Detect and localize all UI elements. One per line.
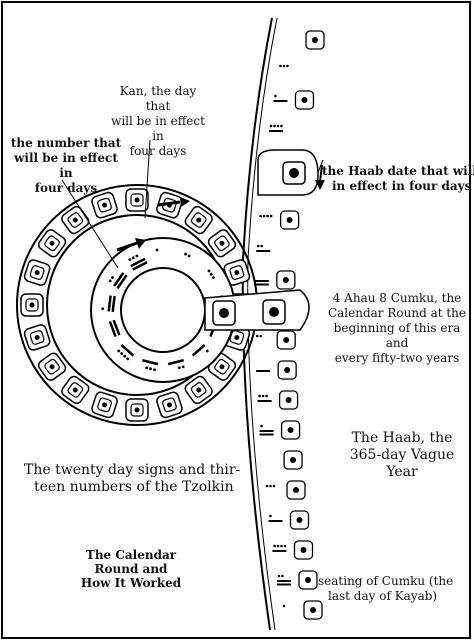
haab-glyph [268, 510, 310, 530]
haab-glyph [272, 540, 314, 560]
haab-glyph [276, 570, 318, 590]
number-day-label: the number that will be in effect in fou… [10, 136, 122, 195]
mesh-glyph-detail-2 [269, 307, 279, 317]
haab-glyph [254, 270, 296, 290]
number-mark [108, 272, 128, 290]
haab-glyph-column [254, 30, 325, 620]
day-sign-glyph [37, 352, 67, 381]
haab-glyph [279, 64, 289, 68]
tzolkin-label: The twenty day signs and thir- teen numb… [24, 462, 241, 495]
number-mark [117, 343, 135, 361]
haab-glyph [257, 390, 299, 410]
haab-glyph [283, 450, 303, 470]
haab-glyph [256, 360, 297, 380]
number-mark [108, 319, 121, 337]
haab-glyph [268, 124, 283, 132]
number-mark [191, 343, 209, 357]
kan-leader-line [144, 139, 151, 219]
haab-highlight-glyph-detail [289, 168, 299, 178]
day-sign-glyph [91, 191, 118, 219]
number-ring [101, 248, 225, 372]
outer-rotation-arrow [157, 197, 190, 207]
number-mark [155, 248, 159, 252]
day-sign-glyph [61, 205, 90, 235]
haab-glyph [273, 90, 315, 110]
haab-glyph [305, 30, 325, 50]
haab-glyph [282, 600, 323, 620]
number-mark [207, 269, 215, 279]
day-sign-glyph [61, 375, 90, 405]
day-sign-glyph [125, 398, 149, 422]
haab-glyph [255, 330, 296, 350]
number-mark [101, 295, 116, 313]
day-sign-ring [20, 188, 254, 422]
day-sign-glyph [20, 293, 44, 317]
era-start-label: 4 Ahau 8 Cumku, the Calendar Round at th… [327, 291, 467, 365]
day-sign-glyph [37, 229, 67, 258]
haab-name-label: The Haab, the 365-day Vague Year [349, 430, 455, 480]
haab-leader-line [317, 159, 324, 173]
day-sign-glyph [156, 391, 183, 419]
day-sign-glyph [184, 205, 213, 235]
number-leader-line [61, 179, 119, 269]
haab-down-arrow [315, 164, 325, 190]
number-mark [142, 359, 159, 372]
day-sign-glyph [23, 259, 51, 286]
haab-glyph [256, 244, 271, 252]
number-mark [184, 252, 191, 258]
day-sign-glyph [207, 229, 237, 258]
seating-label: seating of Cumku (the last day of Kayab) [318, 574, 454, 603]
number-mark [128, 254, 148, 271]
haab-glyph [265, 480, 306, 500]
number-mark [167, 359, 185, 370]
day-sign-glyph [125, 188, 149, 212]
day-sign-glyph [184, 375, 213, 405]
inner-rotation-arrow [116, 238, 146, 252]
mesh-glyph-detail [219, 308, 229, 318]
kan-day-label: Kan, the day that will be in effect in f… [111, 84, 205, 158]
figure-title: The Calendar Round and How It Worked [80, 548, 182, 590]
haab-glyph [259, 420, 301, 440]
haab-glyph [259, 210, 300, 230]
day-sign-glyph [23, 324, 51, 351]
number-wheel-hub [120, 267, 206, 353]
haab-date-label: the Haab date that will be in effect in … [322, 164, 474, 193]
day-sign-glyph [91, 391, 118, 419]
